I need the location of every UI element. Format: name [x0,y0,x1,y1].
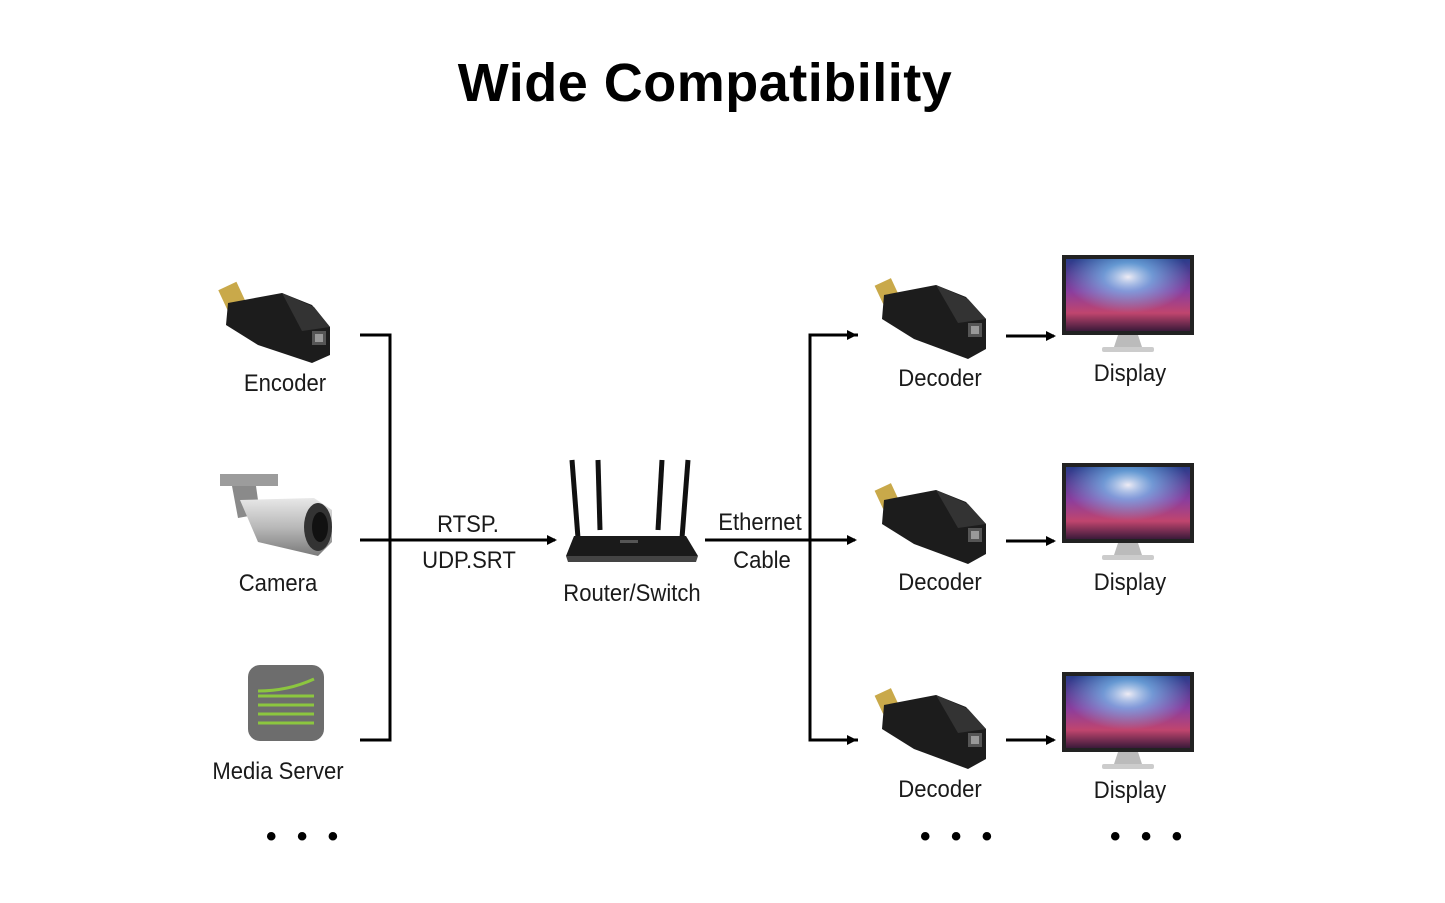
decoder-icon [874,278,986,359]
media-server-label: Media Server [212,758,344,785]
display-icon [1062,255,1194,352]
output-bracket [705,330,1056,745]
display-icon [1062,672,1194,769]
router-icon [566,459,698,562]
protocol-label-2: UDP.SRT [422,547,516,574]
more-sources-indicator: • • • [266,820,345,853]
display-label: Display [1093,569,1167,596]
camera-label: Camera [238,570,318,597]
source-bracket [360,333,557,742]
decoder-label: Decoder [898,365,982,392]
more-decoders-indicator: • • • [920,820,999,853]
router-label: Router/Switch [563,580,701,607]
decoder-icon [874,483,986,564]
protocol-label-1: RTSP. [437,511,499,538]
display-label: Display [1093,777,1167,804]
decoder-label: Decoder [898,776,982,803]
display-label: Display [1093,360,1167,387]
camera-icon [220,474,332,556]
display-icon [1062,463,1194,560]
page-title: Wide Compatibility [457,53,953,113]
decoder-label: Decoder [898,569,982,596]
encoder-icon [218,281,330,363]
decoder-icon [874,688,986,769]
ethernet-label-2: Cable [733,547,791,574]
encoder-label: Encoder [243,370,327,397]
ethernet-label-1: Ethernet [718,509,802,536]
media-server-icon [248,665,324,741]
more-displays-indicator: • • • [1110,820,1189,853]
